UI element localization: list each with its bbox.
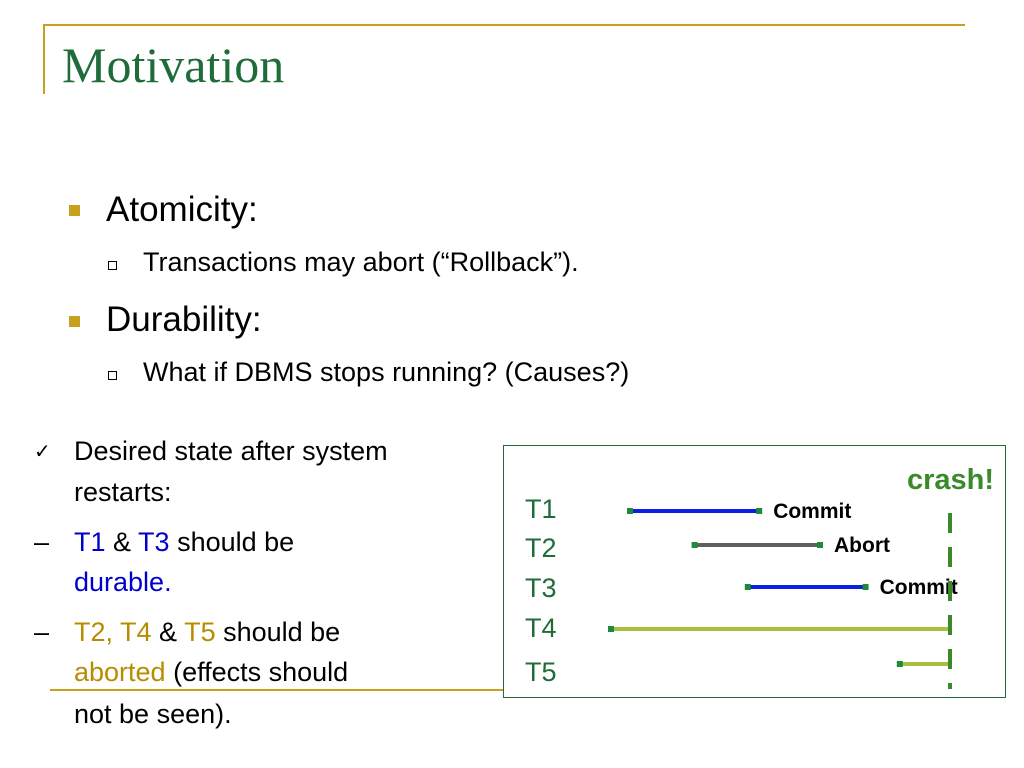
t2-t4-ref: T2, T4 xyxy=(74,617,152,647)
bar-start-marker xyxy=(608,626,614,632)
crash-label: crash! xyxy=(907,464,994,496)
amp: & xyxy=(151,617,185,647)
t1-ref: T1 xyxy=(74,527,106,557)
effects-text: (effects should xyxy=(165,657,349,687)
transaction-label-t5: T5 xyxy=(525,657,557,687)
intro-line2: restarts: xyxy=(74,477,172,507)
sub-bullet-rollback: Transactions may abort (“Rollback”). xyxy=(143,247,579,277)
should-be: should be xyxy=(215,617,341,647)
dash-icon: – xyxy=(34,617,50,647)
intro-line1: Desired state after system xyxy=(74,436,388,466)
bullet-durability: Durability: xyxy=(106,300,262,339)
aborted-word: aborted xyxy=(74,657,166,687)
durable-line1: T1 & T3 should be xyxy=(74,522,294,562)
bar-end-marker xyxy=(756,508,763,514)
check-icon: ✓ xyxy=(34,441,51,463)
bullet-atomicity: Atomicity: xyxy=(106,190,258,229)
sub-bullet-icon xyxy=(108,261,117,270)
transaction-label-t3: T3 xyxy=(525,573,557,603)
outcome-label-t2: Abort xyxy=(834,534,890,557)
aborted-line1: T2, T4 & T5 should be xyxy=(74,612,340,652)
durable-word: durable. xyxy=(74,567,172,597)
amp: & xyxy=(105,527,139,557)
bullet-square-icon xyxy=(69,205,80,216)
bar-start-marker xyxy=(744,584,751,590)
left-rule xyxy=(43,24,45,94)
bullet-square-icon xyxy=(69,316,80,327)
bar-end-marker xyxy=(817,542,823,548)
top-rule xyxy=(43,24,965,26)
bar-start-marker xyxy=(896,661,903,667)
outcome-label-t1: Commit xyxy=(773,500,851,523)
sub-bullet-icon xyxy=(108,371,117,380)
bar-start-marker xyxy=(691,542,698,548)
bar-end-marker xyxy=(862,584,869,590)
aborted-line2: aborted (effects should xyxy=(74,652,348,692)
sub-bullet-dbms: What if DBMS stops running? (Causes?) xyxy=(143,357,630,387)
t5-ref: T5 xyxy=(184,617,216,647)
transaction-timeline-box xyxy=(503,445,1006,698)
bar-start-marker xyxy=(627,508,633,514)
dash-icon: – xyxy=(34,527,50,557)
transaction-label-t2: T2 xyxy=(525,533,557,563)
transaction-label-t1: T1 xyxy=(525,494,557,524)
t3-ref: T3 xyxy=(138,527,170,557)
aborted-line3: not be seen). xyxy=(74,699,232,729)
should-be: should be xyxy=(169,527,295,557)
outcome-label-t3: Commit xyxy=(880,576,958,599)
slide-title: Motivation xyxy=(62,37,285,93)
transaction-label-t4: T4 xyxy=(525,613,557,643)
